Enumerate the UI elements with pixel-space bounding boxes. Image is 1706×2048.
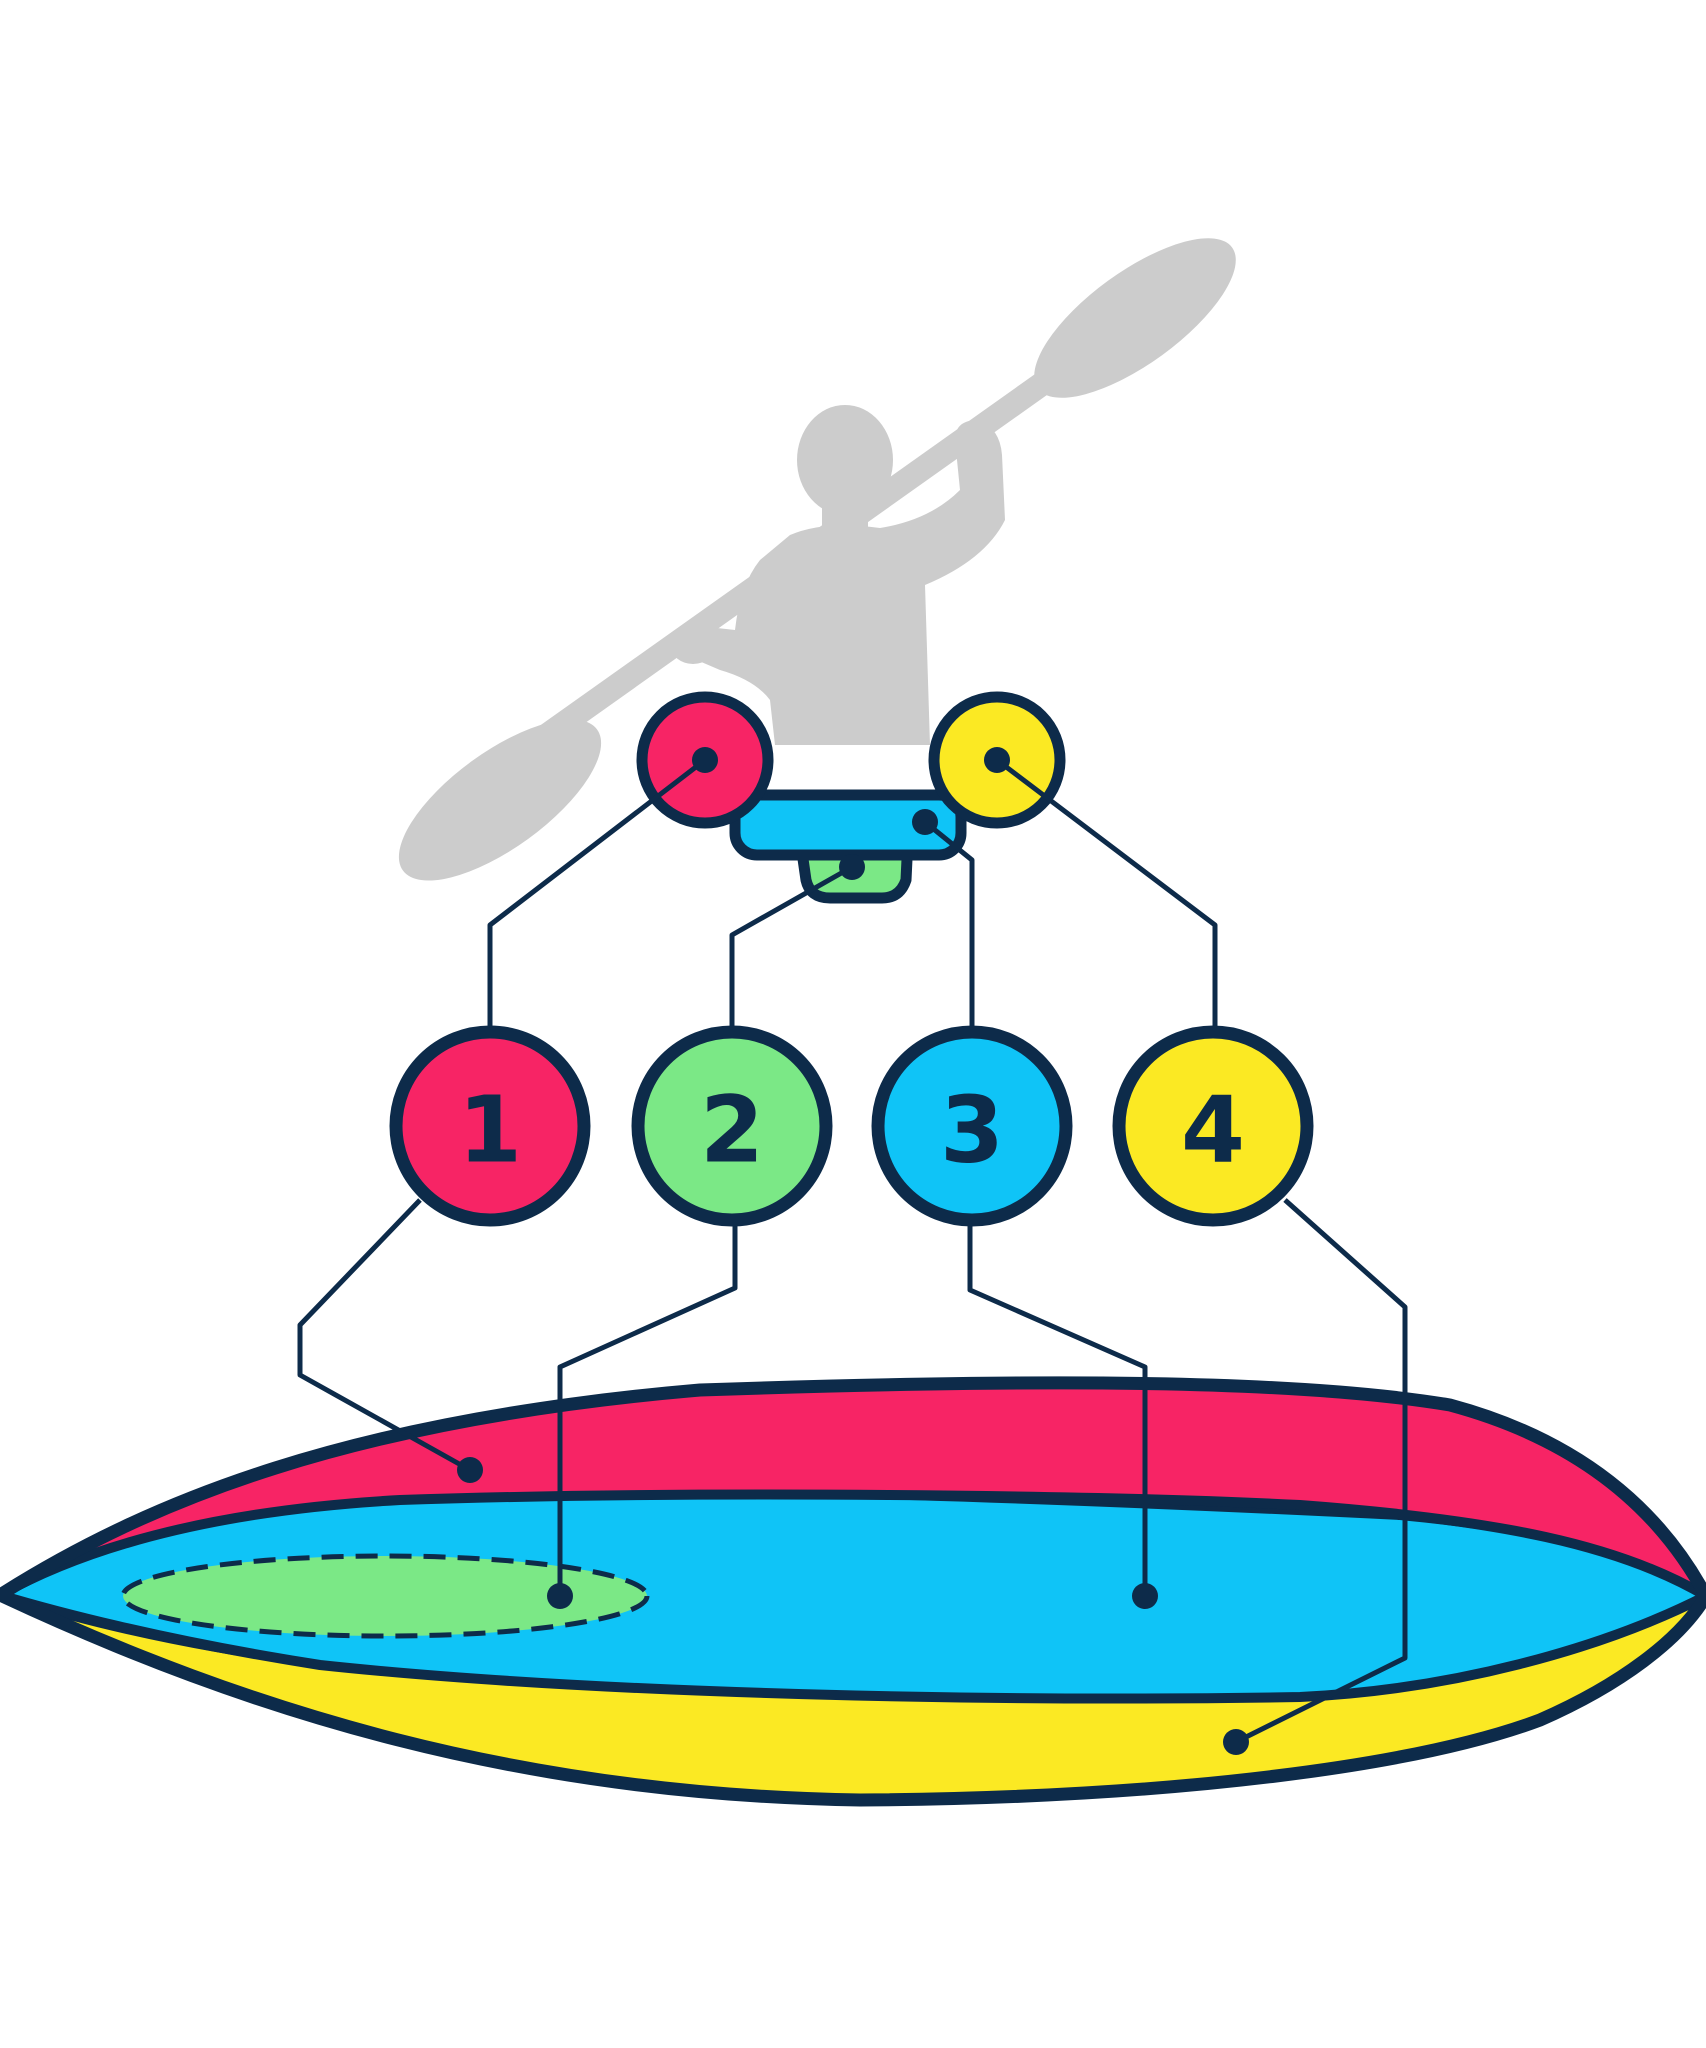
connector-lower-3 bbox=[967, 1225, 1148, 1596]
kayaker-head bbox=[797, 405, 893, 515]
connector-upper-2 bbox=[729, 864, 854, 1027]
marker-4: 4 bbox=[1112, 1025, 1314, 1227]
cockpit-detail bbox=[636, 691, 1066, 904]
kayaker-silhouette-icon bbox=[398, 238, 1236, 881]
marker-2-circle bbox=[631, 1025, 833, 1227]
marker-1-label: 1 bbox=[458, 1077, 522, 1184]
dot-hull-blue bbox=[1132, 1583, 1158, 1609]
connectors-upper bbox=[487, 758, 1218, 1027]
marker-1-circle bbox=[389, 1025, 591, 1227]
marker-3-circle bbox=[871, 1025, 1073, 1227]
connector-lower-4 bbox=[1234, 1198, 1408, 1745]
hull-inner-green-zone bbox=[120, 1553, 650, 1639]
marker-2: 2 bbox=[631, 1025, 833, 1227]
connector-lower-2 bbox=[557, 1225, 738, 1596]
marker-2-label: 2 bbox=[700, 1077, 764, 1184]
connector-upper-1 bbox=[487, 758, 707, 1027]
hull-outline bbox=[0, 1376, 1706, 1807]
connector-upper-3 bbox=[923, 820, 975, 1027]
marker-3-label: 3 bbox=[940, 1077, 1004, 1184]
marker-4-label: 4 bbox=[1181, 1077, 1245, 1184]
dot-cockpit-blue bbox=[912, 809, 938, 835]
dot-hull-red bbox=[457, 1457, 483, 1483]
connector-dots bbox=[457, 747, 1249, 1755]
connector-lower-1 bbox=[297, 1198, 472, 1473]
dot-hull-yellow bbox=[1223, 1729, 1249, 1755]
kayaker-hand-lower bbox=[671, 628, 715, 664]
marker-4-circle bbox=[1112, 1025, 1314, 1227]
kayak-hull-icon bbox=[0, 1376, 1706, 1807]
paddle-blade-upper bbox=[1034, 238, 1236, 398]
connectors-lower bbox=[297, 1198, 1408, 1745]
dot-hull-green bbox=[547, 1583, 573, 1609]
marker-3: 3 bbox=[871, 1025, 1073, 1227]
connector-upper-4 bbox=[995, 758, 1218, 1027]
dot-cockpit-red bbox=[692, 747, 718, 773]
dot-cockpit-yellow bbox=[984, 747, 1010, 773]
kayaker-torso bbox=[678, 420, 1005, 745]
dot-cockpit-green bbox=[839, 854, 865, 880]
marker-1: 1 bbox=[389, 1025, 591, 1227]
paddle-blade-lower bbox=[398, 719, 602, 881]
